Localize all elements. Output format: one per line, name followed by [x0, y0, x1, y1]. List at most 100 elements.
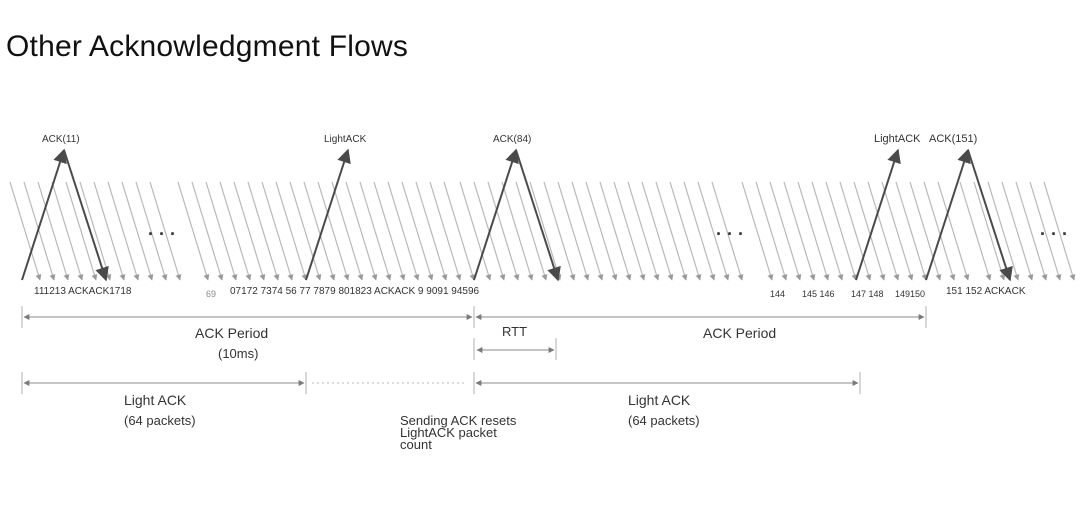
packet-line — [289, 181, 322, 281]
packet-line — [599, 181, 632, 281]
packet-line — [459, 181, 492, 281]
ack-period-2-label: ACK Period — [703, 325, 776, 341]
packet-line — [697, 181, 730, 281]
ack84-up-arrow — [473, 148, 519, 281]
packet-line — [683, 181, 716, 281]
packet-line — [867, 181, 900, 281]
packet-line — [233, 181, 266, 281]
packet-line — [51, 181, 84, 281]
packet-line — [769, 181, 802, 281]
packet-line — [79, 181, 112, 281]
ack151-down-arrow — [967, 149, 1013, 282]
packet-line — [557, 181, 590, 281]
light-ack-2-span-sublabel: (64 packets) — [628, 413, 700, 428]
ack11-label: ACK(11) — [42, 134, 80, 145]
packet-seq-8: 151 152 ACKACK — [946, 286, 1026, 297]
packet-line — [415, 181, 448, 281]
packet-line — [669, 181, 702, 281]
packet-line — [121, 181, 154, 281]
packet-line — [345, 181, 378, 281]
light-ack-dimensions — [21, 372, 861, 394]
packet-line — [529, 181, 562, 281]
packet-line — [1029, 181, 1062, 281]
ack84-label: ACK(84) — [493, 134, 531, 145]
ack-period-dimensions — [21, 306, 927, 360]
packet-line — [135, 181, 168, 281]
packet-line — [317, 181, 350, 281]
packet-line — [853, 181, 886, 281]
reset-note-line-2: LightACK packet — [400, 425, 497, 440]
packet-line — [755, 181, 788, 281]
ack151-up-arrow — [925, 148, 971, 281]
packet-line — [501, 181, 534, 281]
packet-line — [373, 181, 406, 281]
packet-line — [811, 181, 844, 281]
packet-line — [711, 181, 744, 281]
packet-line — [881, 181, 914, 281]
packet-line — [65, 181, 98, 281]
packet-line — [543, 181, 576, 281]
ack11-down-arrow — [63, 149, 109, 282]
packet-line — [987, 181, 1020, 281]
packet-line — [515, 181, 548, 281]
page-title: Other Acknowledgment Flows — [6, 30, 409, 63]
ack-period-1-label: ACK Period — [195, 325, 268, 341]
light-ack-2-arrow — [855, 148, 901, 281]
packet-line — [923, 181, 956, 281]
packet-line — [585, 181, 618, 281]
ack151-label: ACK(151) — [929, 133, 977, 145]
packet-flow-lines — [9, 181, 1076, 281]
packet-line — [741, 181, 774, 281]
packet-line — [429, 181, 462, 281]
packet-line — [261, 181, 294, 281]
packet-line — [1001, 181, 1034, 281]
packet-line — [359, 181, 392, 281]
packet-line — [149, 181, 182, 281]
packet-line — [303, 181, 336, 281]
packet-line — [401, 181, 434, 281]
light-ack-2-label: LightACK — [874, 133, 921, 145]
light-ack-1-arrow — [305, 148, 351, 281]
packet-line — [937, 181, 970, 281]
reset-note-line-1: Sending ACK resets — [400, 413, 517, 428]
packet-line — [247, 181, 280, 281]
light-ack-2-span-label: Light ACK — [628, 392, 691, 408]
packet-line — [909, 181, 942, 281]
ack-period-1-sublabel: (10ms) — [218, 346, 258, 361]
packet-line — [613, 181, 646, 281]
packet-line — [1043, 181, 1076, 281]
packet-line — [825, 181, 858, 281]
packet-line — [93, 181, 126, 281]
packet-line — [641, 181, 674, 281]
packet-line — [1015, 181, 1048, 281]
packet-line — [487, 181, 520, 281]
packet-line — [23, 181, 56, 281]
packet-line — [839, 181, 872, 281]
packet-line — [387, 181, 420, 281]
packet-seq-5: 145 146 — [802, 289, 835, 299]
light-ack-1-span-label: Light ACK — [124, 392, 187, 408]
packet-seq-7: 149150 — [895, 289, 925, 299]
packet-line — [895, 181, 928, 281]
packet-line — [219, 181, 252, 281]
packet-seq-1: 111213 ACKACK1718 — [34, 286, 132, 297]
light-ack-1-label: LightACK — [324, 134, 367, 145]
ack84-down-arrow — [515, 149, 561, 282]
packet-line — [655, 181, 688, 281]
packet-line — [627, 181, 660, 281]
packet-line — [959, 181, 992, 281]
packet-line — [177, 181, 210, 281]
packet-line — [443, 181, 476, 281]
ack11-up-arrow — [21, 148, 67, 281]
packet-line — [797, 181, 830, 281]
packet-line — [275, 181, 308, 281]
packet-seq-2: 69 — [206, 289, 216, 299]
packet-line — [191, 181, 224, 281]
reset-note-line-3: count — [400, 437, 432, 452]
packet-line — [205, 181, 238, 281]
packet-line — [783, 181, 816, 281]
packet-seq-3: 07172 7374 56 77 7879 801823 ACKACK 9 90… — [230, 286, 480, 297]
packet-line — [973, 181, 1006, 281]
packet-line — [9, 181, 42, 281]
